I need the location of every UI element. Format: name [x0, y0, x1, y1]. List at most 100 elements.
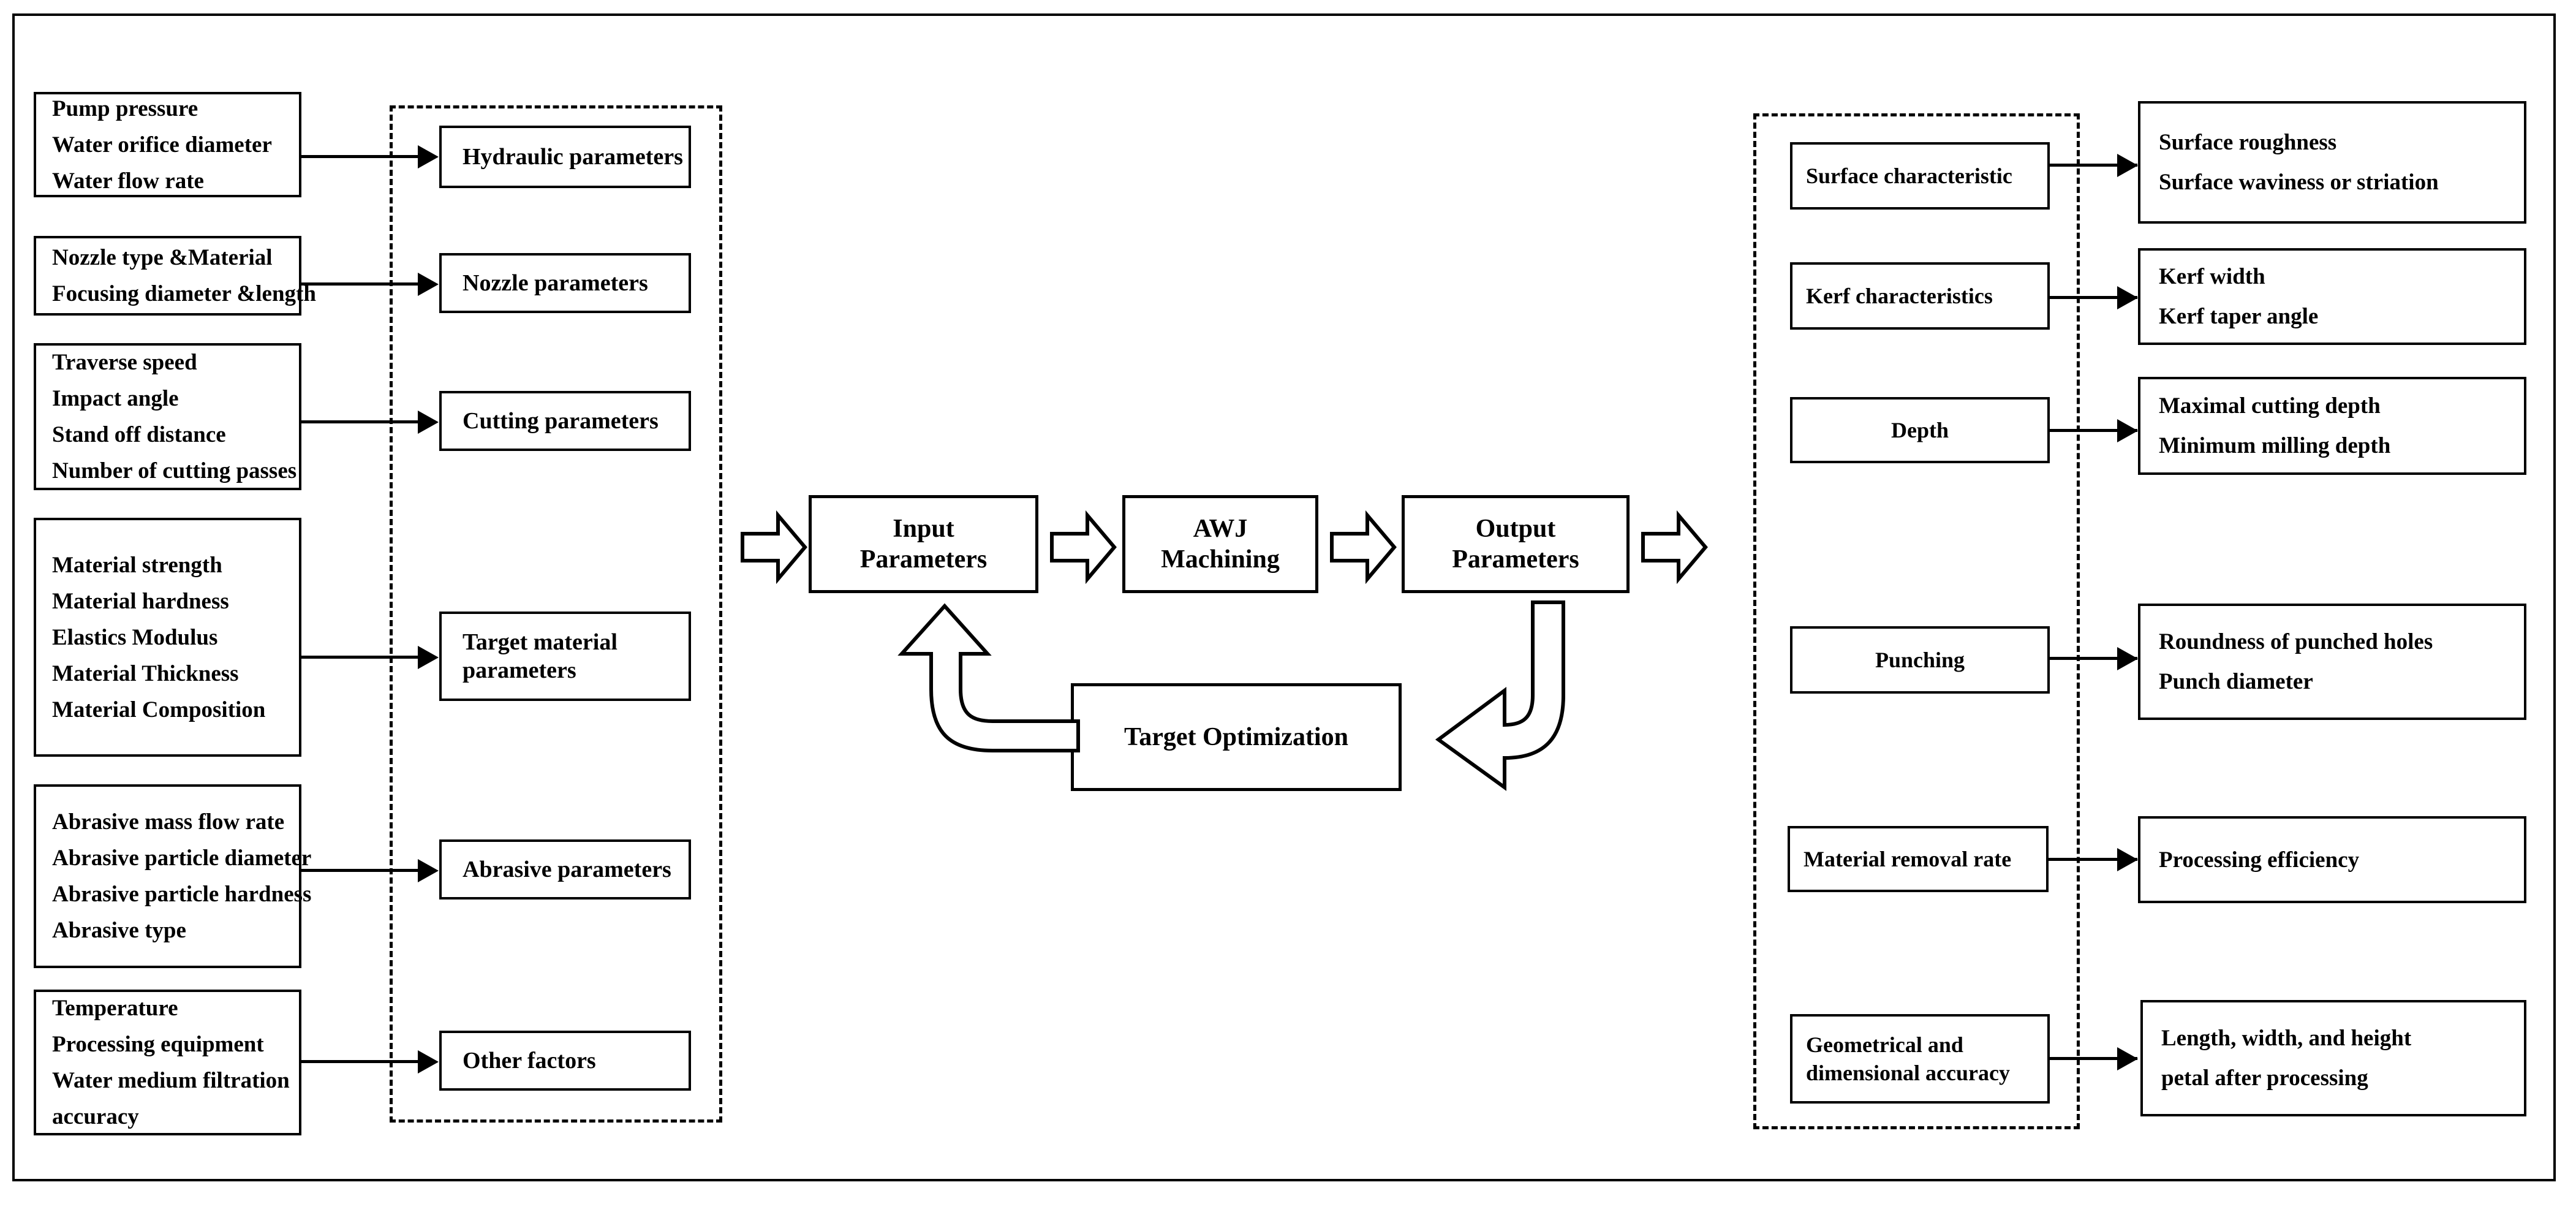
output-category-depth[interactable]: Depth: [1790, 397, 2050, 463]
connector-kerf-characteristics: [2050, 296, 2137, 299]
input-detail-line: Stand off distance: [52, 422, 226, 447]
input-detail-box-abrasive[interactable]: Abrasive mass flow rate Abrasive particl…: [34, 784, 311, 968]
input-category-label: Abrasive parameters: [463, 857, 671, 882]
connector-punching: [2050, 657, 2137, 660]
arrowhead-nozzle: [418, 273, 439, 296]
input-detail-line: Focusing diameter &length: [52, 281, 316, 306]
input-category-cutting-parameters[interactable]: Cutting parameters: [439, 391, 691, 451]
arrowhead-cutting: [418, 411, 439, 434]
connector-geometrical-accuracy: [2050, 1057, 2137, 1060]
process-box-output-parameters[interactable]: Output Parameters: [1402, 495, 1630, 593]
input-category-target-material-parameters[interactable]: Target material parameters: [439, 612, 691, 701]
process-label: Parameters: [1452, 545, 1579, 574]
feedback-arrow-optimization-to-input: [876, 597, 1084, 775]
output-detail-line: Surface waviness or striation: [2159, 170, 2439, 195]
input-detail-line: Material Thickness: [52, 661, 239, 686]
process-label: Machining: [1161, 545, 1280, 574]
output-detail-line: petal after processing: [2161, 1066, 2368, 1091]
input-category-label: parameters: [463, 657, 576, 683]
input-parameter-group-dashed-box: [390, 105, 722, 1123]
input-detail-box-nozzle[interactable]: Nozzle type &Material Focusing diameter …: [34, 236, 316, 316]
block-arrow-input-to-machining: [1049, 510, 1117, 584]
process-box-input-parameters[interactable]: Input Parameters: [809, 495, 1038, 593]
input-detail-box-cutting[interactable]: Traverse speed Impact angle Stand off di…: [34, 343, 301, 490]
connector-abrasive: [301, 869, 418, 872]
input-category-nozzle-parameters[interactable]: Nozzle parameters: [439, 253, 691, 313]
input-detail-box-other[interactable]: Temperature Processing equipment Water m…: [34, 990, 301, 1135]
arrowhead-hydraulic: [418, 145, 439, 169]
input-detail-line: Abrasive mass flow rate: [52, 809, 285, 835]
arrowhead-punching: [2117, 647, 2138, 670]
input-detail-line: Temperature: [52, 996, 178, 1021]
connector-surface-characteristic: [2050, 164, 2137, 167]
output-category-material-removal-rate[interactable]: Material removal rate: [1788, 826, 2049, 892]
input-detail-line: Nozzle type &Material: [52, 245, 273, 270]
arrowhead-kerf-characteristics: [2117, 286, 2138, 309]
process-label: AWJ: [1193, 515, 1248, 543]
input-detail-line: Abrasive particle hardness: [52, 882, 312, 907]
input-detail-line: Water orifice diameter: [52, 132, 272, 157]
output-detail-box-surface[interactable]: Surface roughness Surface waviness or st…: [2138, 101, 2526, 224]
arrowhead-target-material: [418, 646, 439, 669]
input-category-label: Other factors: [463, 1048, 596, 1074]
output-detail-box-geometry[interactable]: Length, width, and height petal after pr…: [2140, 1000, 2526, 1116]
process-label: Target Optimization: [1124, 723, 1348, 751]
output-detail-box-processing-efficiency[interactable]: Processing efficiency: [2138, 816, 2526, 903]
output-parameter-group-dashed-box: [1753, 113, 2080, 1129]
input-detail-line: Processing equipment: [52, 1032, 264, 1057]
input-category-other-factors[interactable]: Other factors: [439, 1031, 691, 1091]
outer-frame: [12, 13, 2556, 1181]
input-detail-line: Material Composition: [52, 697, 266, 722]
arrowhead-abrasive: [418, 859, 439, 882]
process-box-awj-machining[interactable]: AWJ Machining: [1122, 495, 1318, 593]
output-detail-line: Kerf taper angle: [2159, 304, 2319, 329]
block-arrow-output-to-results: [1641, 510, 1708, 584]
input-detail-line: Pump pressure: [52, 96, 198, 121]
output-detail-line: Length, width, and height: [2161, 1026, 2412, 1051]
connector-depth: [2050, 429, 2137, 432]
process-label: Output: [1475, 515, 1556, 543]
output-category-kerf-characteristics[interactable]: Kerf characteristics: [1790, 262, 2050, 330]
output-detail-box-punching[interactable]: Roundness of punched holes Punch diamete…: [2138, 604, 2526, 720]
input-category-label: Cutting parameters: [463, 408, 659, 434]
output-detail-box-depth[interactable]: Maximal cutting depth Minimum milling de…: [2138, 377, 2526, 475]
arrowhead-geometrical-accuracy: [2117, 1047, 2138, 1070]
process-box-target-optimization[interactable]: Target Optimization: [1071, 683, 1402, 791]
output-detail-line: Processing efficiency: [2159, 847, 2360, 873]
input-detail-line: Abrasive particle diameter: [52, 846, 312, 871]
connector-other-factors: [301, 1060, 418, 1063]
feedback-arrow-output-to-optimization: [1403, 597, 1605, 800]
output-category-label: Kerf characteristics: [1806, 284, 1993, 308]
output-detail-line: Roundness of punched holes: [2159, 629, 2433, 654]
output-detail-line: Minimum milling depth: [2159, 433, 2391, 458]
input-detail-line: Material strength: [52, 552, 222, 578]
output-category-surface-characteristic[interactable]: Surface characteristic: [1790, 142, 2050, 210]
input-detail-box-target-material[interactable]: Material strength Material hardness Elas…: [34, 518, 301, 757]
input-detail-box-hydraulic[interactable]: Pump pressure Water orifice diameter Wat…: [34, 92, 301, 197]
output-category-punching[interactable]: Punching: [1790, 626, 2050, 694]
process-label: Input: [893, 515, 954, 543]
output-detail-box-kerf[interactable]: Kerf width Kerf taper angle: [2138, 248, 2526, 345]
arrowhead-material-removal-rate: [2117, 848, 2138, 871]
block-arrow-machining-to-output: [1329, 510, 1397, 584]
input-category-label: Hydraulic parameters: [463, 144, 683, 170]
arrowhead-depth: [2117, 419, 2138, 442]
input-detail-line: Impact angle: [52, 386, 179, 411]
process-label: Parameters: [859, 545, 988, 574]
input-category-label: Nozzle parameters: [463, 270, 648, 296]
input-category-abrasive-parameters[interactable]: Abrasive parameters: [439, 839, 691, 900]
arrowhead-surface-characteristic: [2117, 154, 2138, 177]
input-category-hydraulic-parameters[interactable]: Hydraulic parameters: [439, 126, 691, 188]
output-category-geometrical-dimensional-accuracy[interactable]: Geometrical and dimensional accuracy: [1790, 1014, 2050, 1104]
connector-nozzle: [301, 282, 418, 286]
output-category-label: Material removal rate: [1804, 847, 2012, 871]
output-detail-line: Maximal cutting depth: [2159, 393, 2381, 419]
input-detail-line: Traverse speed: [52, 350, 197, 375]
output-detail-line: Kerf width: [2159, 264, 2265, 289]
output-detail-line: Surface roughness: [2159, 130, 2337, 155]
output-detail-line: Punch diameter: [2159, 669, 2313, 694]
connector-material-removal-rate: [2049, 858, 2137, 861]
input-detail-line: Water flow rate: [52, 168, 204, 194]
output-category-label: Surface characteristic: [1806, 164, 2012, 188]
